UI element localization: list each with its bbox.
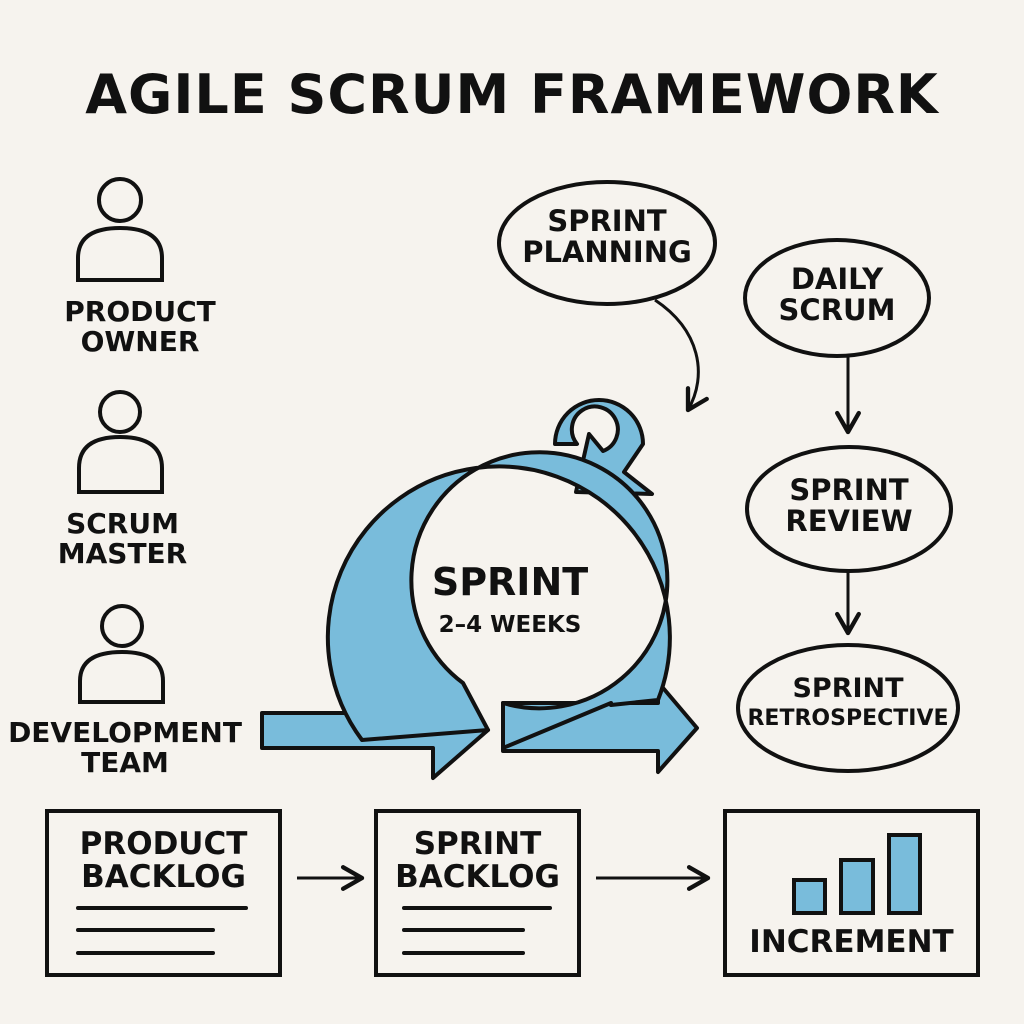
document-lines-icon <box>76 906 248 955</box>
daily-scrum-ellipse <box>743 238 931 358</box>
person-icon <box>77 390 164 494</box>
sprint-title: SPRINT <box>431 560 589 604</box>
sprint-duration: 2–4 WEEKS <box>438 612 582 638</box>
sprint-retrospective-ellipse <box>736 643 960 773</box>
person-icon <box>76 177 164 282</box>
planning-to-sprint-arrow <box>654 298 709 413</box>
sprint-backlog-box <box>374 809 581 977</box>
document-lines-icon <box>402 906 552 955</box>
product-backlog-box <box>45 809 282 977</box>
person-icon <box>78 604 165 704</box>
sprint-planning-ellipse <box>497 180 717 306</box>
increment-box <box>723 809 980 977</box>
bar-chart-icon <box>792 833 922 915</box>
page-title: AGILE SCRUM FRAMEWORK <box>85 63 939 126</box>
artifact-label-increment: INCREMENT <box>749 924 954 960</box>
sprint-cycle-icon <box>260 398 699 780</box>
